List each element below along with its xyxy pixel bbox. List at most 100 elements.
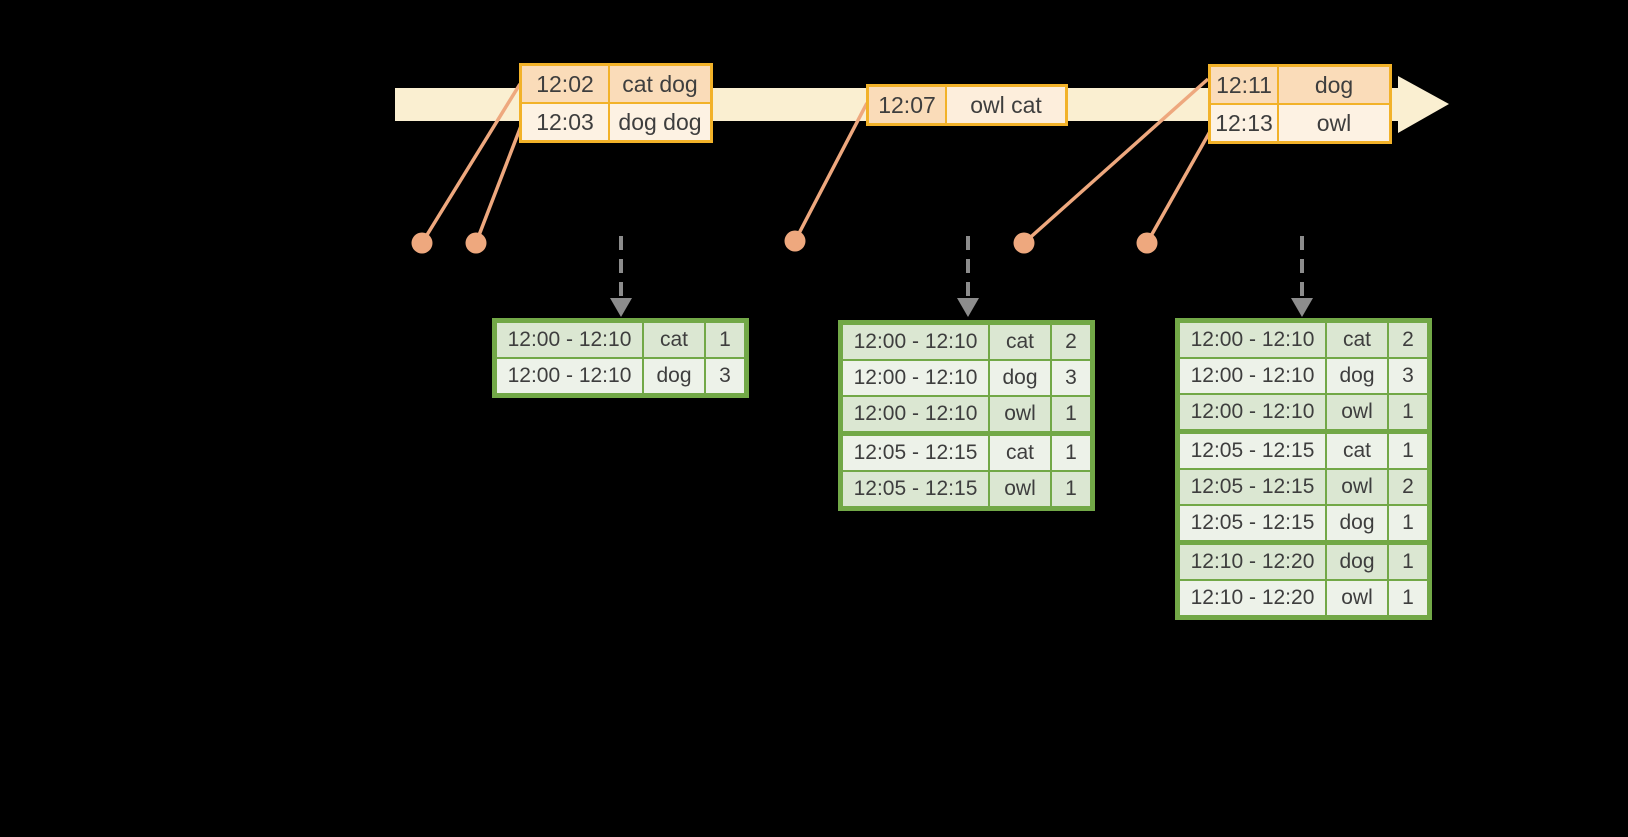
event-batch-3: 12:11 dog 12:13 owl (1208, 64, 1392, 144)
trigger-arrows (619, 236, 1304, 300)
result-count: 1 (1389, 545, 1427, 579)
result-word: owl (1327, 581, 1387, 615)
result-count: 1 (1389, 434, 1427, 468)
event-time: 12:13 (1211, 105, 1277, 141)
result-window: 12:10 - 12:20 (1180, 545, 1325, 579)
result-window: 12:05 - 12:15 (1180, 470, 1325, 504)
result-window: 12:00 - 12:10 (843, 325, 988, 359)
result-window: 12:05 - 12:15 (1180, 434, 1325, 468)
connector-line (1022, 77, 1210, 245)
result-word: dog (1327, 359, 1387, 393)
event-row: 12:13 owl (1211, 105, 1389, 141)
result-word: dog (1327, 506, 1387, 540)
result-word: owl (990, 472, 1050, 506)
result-count: 2 (1052, 325, 1090, 359)
result-row: 12:05 - 12:15 cat 1 (1180, 434, 1427, 468)
connector-line (474, 125, 523, 244)
event-time: 12:11 (1211, 67, 1277, 103)
result-row: 12:05 - 12:15 owl 1 (843, 472, 1090, 506)
result-count: 2 (1389, 323, 1427, 357)
result-window: 12:00 - 12:10 (1180, 359, 1325, 393)
result-word: owl (1327, 395, 1387, 429)
event-row: 12:11 dog (1211, 67, 1389, 103)
result-word: cat (990, 436, 1050, 470)
result-word: cat (1327, 323, 1387, 357)
result-window: 12:10 - 12:20 (1180, 581, 1325, 615)
result-window: 12:00 - 12:10 (843, 397, 988, 431)
event-dot (784, 230, 806, 252)
result-row: 12:00 - 12:10 dog 3 (497, 359, 744, 393)
result-count: 3 (1052, 361, 1090, 395)
event-dot (411, 232, 433, 254)
event-dot (1013, 232, 1035, 254)
result-count: 1 (1052, 472, 1090, 506)
event-words: cat dog (610, 66, 710, 102)
result-row: 12:00 - 12:10 cat 1 (497, 323, 744, 357)
connector-line (1145, 127, 1214, 244)
event-row: 12:02 cat dog (522, 66, 710, 102)
connector-line (793, 102, 869, 242)
result-row: 12:05 - 12:15 owl 2 (1180, 470, 1427, 504)
result-window: 12:05 - 12:15 (843, 472, 988, 506)
event-row: 12:03 dog dog (522, 104, 710, 140)
connector-line (420, 83, 522, 244)
result-row: 12:00 - 12:10 owl 1 (1180, 395, 1427, 429)
result-row: 12:00 - 12:10 owl 1 (843, 397, 1090, 431)
event-dot (1136, 232, 1158, 254)
result-window: 12:00 - 12:10 (1180, 395, 1325, 429)
event-time: 12:07 (869, 87, 945, 123)
result-word: dog (644, 359, 704, 393)
result-window: 12:00 - 12:10 (497, 359, 642, 393)
result-window: 12:00 - 12:10 (843, 361, 988, 395)
timeline-arrowhead-icon (1398, 76, 1449, 133)
result-table-2: 12:00 - 12:10 cat 2 12:00 - 12:10 dog 3 … (838, 320, 1095, 511)
event-batch-1: 12:02 cat dog 12:03 dog dog (519, 63, 713, 143)
result-count: 1 (706, 323, 744, 357)
result-word: owl (990, 397, 1050, 431)
event-time: 12:03 (522, 104, 608, 140)
trigger-arrowhead-icon (957, 298, 979, 317)
result-window: 12:05 - 12:15 (1180, 506, 1325, 540)
result-word: cat (644, 323, 704, 357)
event-words: dog (1279, 67, 1389, 103)
result-window: 12:00 - 12:10 (497, 323, 642, 357)
result-table-1: 12:00 - 12:10 cat 1 12:00 - 12:10 dog 3 (492, 318, 749, 398)
result-row: 12:00 - 12:10 cat 2 (1180, 323, 1427, 357)
event-dots (411, 230, 1158, 254)
result-count: 3 (1389, 359, 1427, 393)
result-word: dog (1327, 545, 1387, 579)
result-word: cat (1327, 434, 1387, 468)
result-row: 12:00 - 12:10 dog 3 (843, 361, 1090, 395)
result-word: owl (1327, 470, 1387, 504)
event-words: owl cat (947, 87, 1065, 123)
result-count: 1 (1052, 436, 1090, 470)
trigger-arrowhead-icon (610, 298, 632, 317)
event-dot (465, 232, 487, 254)
result-row: 12:00 - 12:10 dog 3 (1180, 359, 1427, 393)
result-count: 1 (1052, 397, 1090, 431)
event-time: 12:02 (522, 66, 608, 102)
result-row: 12:10 - 12:20 owl 1 (1180, 581, 1427, 615)
result-row: 12:00 - 12:10 cat 2 (843, 325, 1090, 359)
result-word: cat (990, 325, 1050, 359)
result-count: 1 (1389, 395, 1427, 429)
event-words: owl (1279, 105, 1389, 141)
result-count: 1 (1389, 506, 1427, 540)
result-count: 3 (706, 359, 744, 393)
trigger-arrowheads (610, 298, 1313, 317)
result-count: 1 (1389, 581, 1427, 615)
result-window: 12:00 - 12:10 (1180, 323, 1325, 357)
result-count: 2 (1389, 470, 1427, 504)
event-batch-2: 12:07 owl cat (866, 84, 1068, 126)
event-connectors (420, 77, 1214, 245)
result-table-3: 12:00 - 12:10 cat 2 12:00 - 12:10 dog 3 … (1175, 318, 1432, 620)
result-word: dog (990, 361, 1050, 395)
trigger-arrowhead-icon (1291, 298, 1313, 317)
result-row: 12:05 - 12:15 cat 1 (843, 436, 1090, 470)
result-row: 12:10 - 12:20 dog 1 (1180, 545, 1427, 579)
result-window: 12:05 - 12:15 (843, 436, 988, 470)
event-row: 12:07 owl cat (869, 87, 1065, 123)
result-row: 12:05 - 12:15 dog 1 (1180, 506, 1427, 540)
